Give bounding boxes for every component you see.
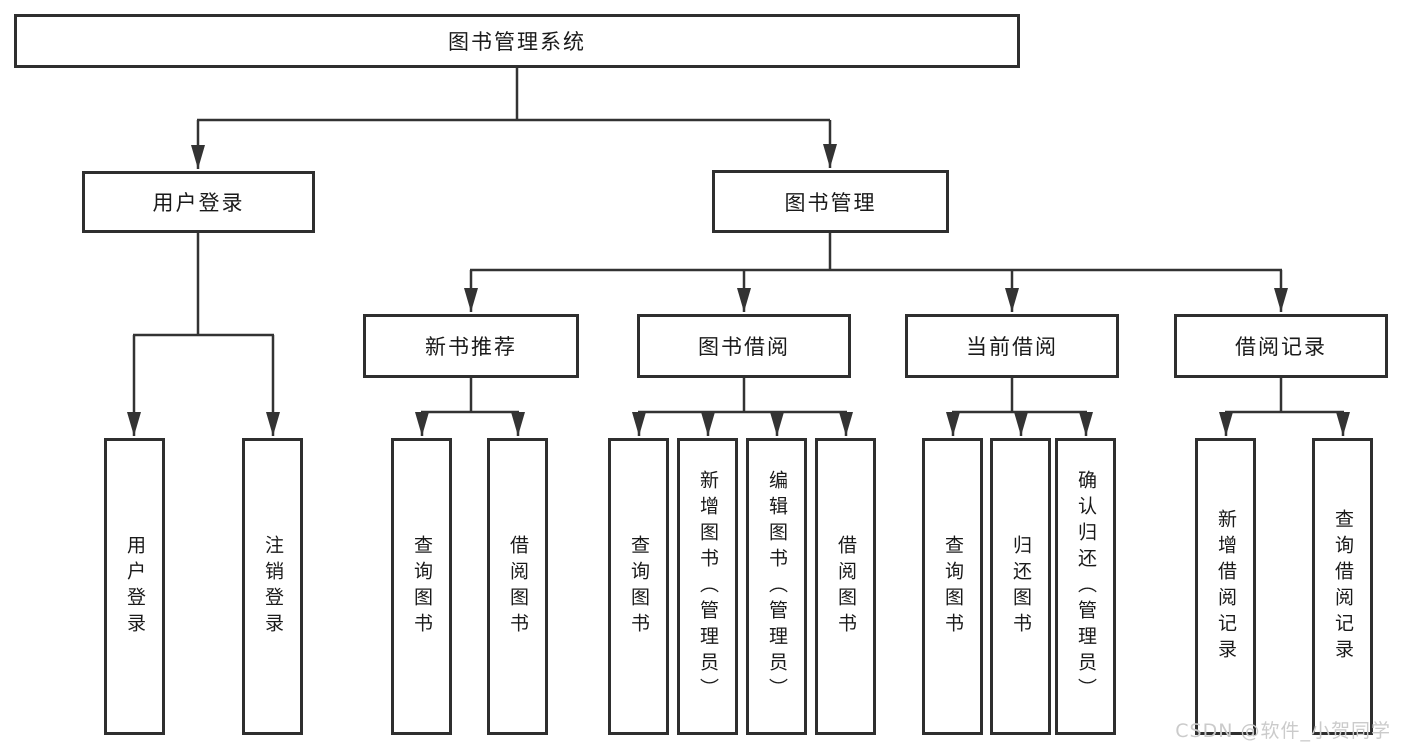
leaf-recommend-borrow-books-label: 借阅图书 bbox=[507, 534, 529, 639]
leaf-current-query-books-label: 查询图书 bbox=[942, 534, 964, 639]
node-new-book-recommend-label: 新书推荐 bbox=[425, 335, 517, 359]
leaf-return-book-label: 归还图书 bbox=[1010, 534, 1032, 639]
connector-user-login-to-leaves bbox=[127, 233, 280, 436]
leaf-borrow-books-label: 借阅图书 bbox=[835, 534, 857, 639]
leaf-return-book: 归还图书 bbox=[990, 438, 1051, 735]
connector-root-to-level2 bbox=[191, 68, 837, 169]
node-root-label: 图书管理系统 bbox=[448, 30, 586, 54]
node-user-login: 用户登录 bbox=[82, 171, 315, 233]
connector-new-book-recommend-to-leaves bbox=[415, 378, 525, 436]
leaf-edit-book-admin: 编辑图书（管理员） bbox=[746, 438, 807, 735]
leaf-add-book-admin: 新增图书（管理员） bbox=[677, 438, 738, 735]
leaf-recommend-borrow-books: 借阅图书 bbox=[487, 438, 548, 735]
node-book-borrow: 图书借阅 bbox=[637, 314, 851, 378]
leaf-recommend-query-books-label: 查询图书 bbox=[411, 534, 433, 639]
leaf-logout-login-label: 注销登录 bbox=[262, 534, 284, 639]
leaf-confirm-return-admin-label: 确认归还（管理员） bbox=[1075, 469, 1097, 704]
node-new-book-recommend: 新书推荐 bbox=[363, 314, 579, 378]
node-borrow-records-label: 借阅记录 bbox=[1235, 335, 1327, 359]
node-current-borrow: 当前借阅 bbox=[905, 314, 1119, 378]
leaf-user-login: 用户登录 bbox=[104, 438, 165, 735]
leaf-add-borrow-record: 新增借阅记录 bbox=[1195, 438, 1256, 735]
watermark: CSDN @软件_小贺同学 bbox=[1175, 720, 1391, 742]
leaf-borrow-books: 借阅图书 bbox=[815, 438, 876, 735]
node-borrow-records: 借阅记录 bbox=[1174, 314, 1388, 378]
node-book-management-label: 图书管理 bbox=[784, 190, 877, 215]
leaf-logout-login: 注销登录 bbox=[242, 438, 303, 735]
node-book-management: 图书管理 bbox=[712, 170, 949, 233]
leaf-query-borrow-record: 查询借阅记录 bbox=[1312, 438, 1373, 735]
node-user-login-label: 用户登录 bbox=[152, 191, 245, 215]
node-book-borrow-label: 图书借阅 bbox=[698, 335, 790, 359]
connector-current-borrow-to-leaves bbox=[946, 378, 1093, 436]
leaf-confirm-return-admin: 确认归还（管理员） bbox=[1055, 438, 1116, 735]
leaf-recommend-query-books: 查询图书 bbox=[391, 438, 452, 735]
connector-borrow-records-to-leaves bbox=[1219, 378, 1350, 436]
leaf-edit-book-admin-label: 编辑图书（管理员） bbox=[766, 469, 788, 704]
leaf-add-borrow-record-label: 新增借阅记录 bbox=[1215, 508, 1237, 665]
node-root: 图书管理系统 bbox=[14, 14, 1020, 68]
leaf-borrow-query-books: 查询图书 bbox=[608, 438, 669, 735]
leaf-query-borrow-record-label: 查询借阅记录 bbox=[1332, 508, 1354, 665]
leaf-borrow-query-books-label: 查询图书 bbox=[628, 534, 650, 639]
leaf-user-login-label: 用户登录 bbox=[124, 534, 146, 639]
leaf-current-query-books: 查询图书 bbox=[922, 438, 983, 735]
connector-book-borrow-to-leaves bbox=[632, 378, 853, 436]
leaf-add-book-admin-label: 新增图书（管理员） bbox=[697, 469, 719, 704]
connector-book-mgmt-to-level3 bbox=[464, 233, 1288, 312]
node-current-borrow-label: 当前借阅 bbox=[966, 335, 1058, 359]
